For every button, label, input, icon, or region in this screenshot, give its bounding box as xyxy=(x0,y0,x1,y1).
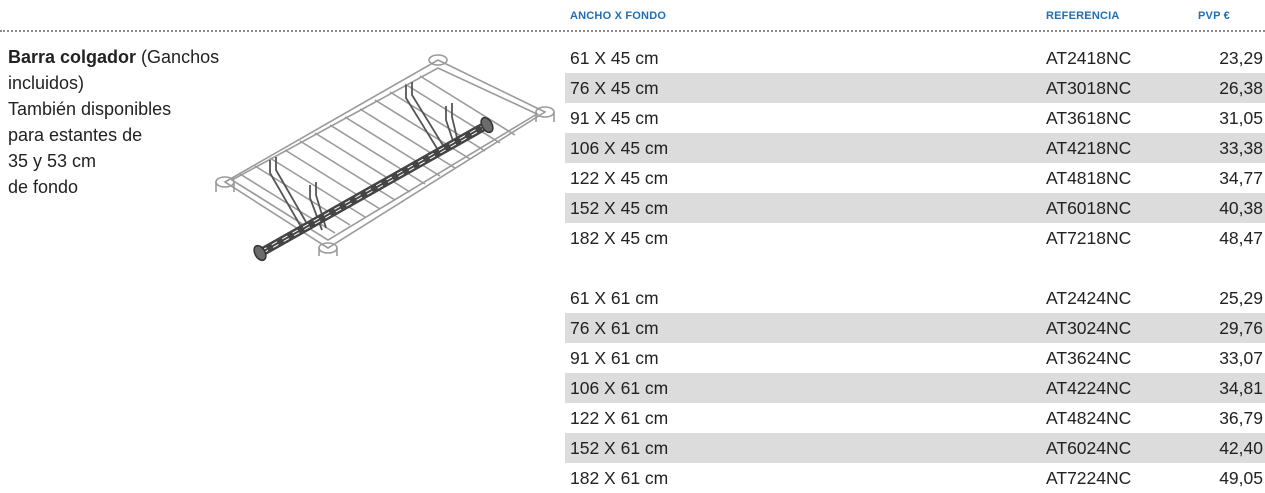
table-row: 76 X 45 cm AT3018NC 26,38 xyxy=(565,73,1265,103)
cell-size: 182 X 45 cm xyxy=(570,228,669,248)
table-row: 106 X 61 cm AT4224NC 34,81 xyxy=(565,373,1265,403)
column-header-size: ANCHO X FONDO xyxy=(570,10,667,22)
cell-size: 91 X 45 cm xyxy=(570,108,659,128)
cell-price: 26,38 xyxy=(1219,78,1263,98)
cell-reference: AT4818NC xyxy=(1046,168,1132,188)
table-row: 91 X 61 cm AT3624NC 33,07 xyxy=(565,343,1265,373)
table-row: 61 X 61 cm AT2424NC 25,29 xyxy=(565,283,1265,313)
cell-price: 34,77 xyxy=(1219,168,1263,188)
cell-reference: AT7224NC xyxy=(1046,468,1132,488)
table-row: 91 X 45 cm AT3618NC 31,05 xyxy=(565,103,1265,133)
cell-price: 48,47 xyxy=(1219,228,1263,248)
description-line: para estantes de xyxy=(8,125,143,145)
price-table-45cm: 61 X 45 cm AT2418NC 23,29 76 X 45 cm AT3018N… xyxy=(565,43,1265,253)
cell-reference: AT4824NC xyxy=(1046,408,1132,428)
product-description: Barra colgador (Ganchos incluidos) Tambi… xyxy=(8,44,288,200)
cell-size: 122 X 45 cm xyxy=(570,168,669,188)
cell-reference: AT7218NC xyxy=(1046,228,1132,248)
table-row: 61 X 45 cm AT2418NC 23,29 xyxy=(565,43,1265,73)
cell-price: 33,38 xyxy=(1219,138,1263,158)
table-row: 106 X 45 cm AT4218NC 33,38 xyxy=(565,133,1265,163)
description-line: 35 y 53 cm xyxy=(8,151,97,171)
column-header-reference: REFERENCIA xyxy=(1046,10,1120,22)
price-table-61cm: 61 X 61 cm AT2424NC 25,29 76 X 61 cm AT3024N… xyxy=(565,283,1265,493)
table-row: 182 X 45 cm AT7218NC 48,47 xyxy=(565,223,1265,253)
cell-size: 122 X 61 cm xyxy=(570,408,669,428)
description-title-line: Barra colgador (Ganchos xyxy=(8,44,288,70)
table-row: 122 X 45 cm AT4818NC 34,77 xyxy=(565,163,1265,193)
table-row: 182 X 61 cm AT7224NC 49,05 xyxy=(565,463,1265,493)
cell-reference: AT3624NC xyxy=(1046,348,1132,368)
cell-price: 49,05 xyxy=(1219,468,1263,488)
table-row: 152 X 45 cm AT6018NC 40,38 xyxy=(565,193,1265,223)
cell-reference: AT3024NC xyxy=(1046,318,1132,338)
cell-price: 25,29 xyxy=(1219,288,1263,308)
description-line: También disponibles xyxy=(8,99,172,119)
wire-shelf-hanging-bar-illustration xyxy=(210,40,555,270)
description-line: incluidos) xyxy=(8,73,85,93)
cell-size: 106 X 61 cm xyxy=(570,378,669,398)
product-title: Barra colgador xyxy=(8,47,137,67)
cell-reference: AT2424NC xyxy=(1046,288,1132,308)
table-row: 76 X 61 cm AT3024NC 29,76 xyxy=(565,313,1265,343)
product-title-suffix: (Ganchos xyxy=(136,47,220,67)
cell-size: 91 X 61 cm xyxy=(570,348,659,368)
cell-reference: AT3018NC xyxy=(1046,78,1132,98)
cell-price: 33,07 xyxy=(1219,348,1263,368)
cell-price: 36,79 xyxy=(1219,408,1263,428)
cell-size: 182 X 61 cm xyxy=(570,468,669,488)
cell-reference: AT3618NC xyxy=(1046,108,1132,128)
table-row: 122 X 61 cm AT4824NC 36,79 xyxy=(565,403,1265,433)
cell-size: 76 X 61 cm xyxy=(570,318,659,338)
cell-reference: AT2418NC xyxy=(1046,48,1132,68)
cell-price: 40,38 xyxy=(1219,198,1263,218)
cell-price: 23,29 xyxy=(1219,48,1263,68)
cell-price: 29,76 xyxy=(1219,318,1263,338)
column-header-price: PVP € xyxy=(1198,10,1230,22)
cell-reference: AT6018NC xyxy=(1046,198,1132,218)
cell-price: 42,40 xyxy=(1219,438,1263,458)
cell-size: 152 X 45 cm xyxy=(570,198,669,218)
cell-size: 106 X 45 cm xyxy=(570,138,669,158)
table-header: ANCHO X FONDO REFERENCIA PVP € xyxy=(570,10,1265,26)
table-row: 152 X 61 cm AT6024NC 42,40 xyxy=(565,433,1265,463)
dotted-divider xyxy=(0,30,1265,32)
cell-size: 61 X 61 cm xyxy=(570,288,659,308)
cell-size: 76 X 45 cm xyxy=(570,78,659,98)
cell-size: 152 X 61 cm xyxy=(570,438,669,458)
cell-size: 61 X 45 cm xyxy=(570,48,659,68)
cell-reference: AT4224NC xyxy=(1046,378,1132,398)
cell-reference: AT6024NC xyxy=(1046,438,1132,458)
description-line: de fondo xyxy=(8,177,79,197)
cell-price: 31,05 xyxy=(1219,108,1263,128)
cell-reference: AT4218NC xyxy=(1046,138,1132,158)
cell-price: 34,81 xyxy=(1219,378,1263,398)
